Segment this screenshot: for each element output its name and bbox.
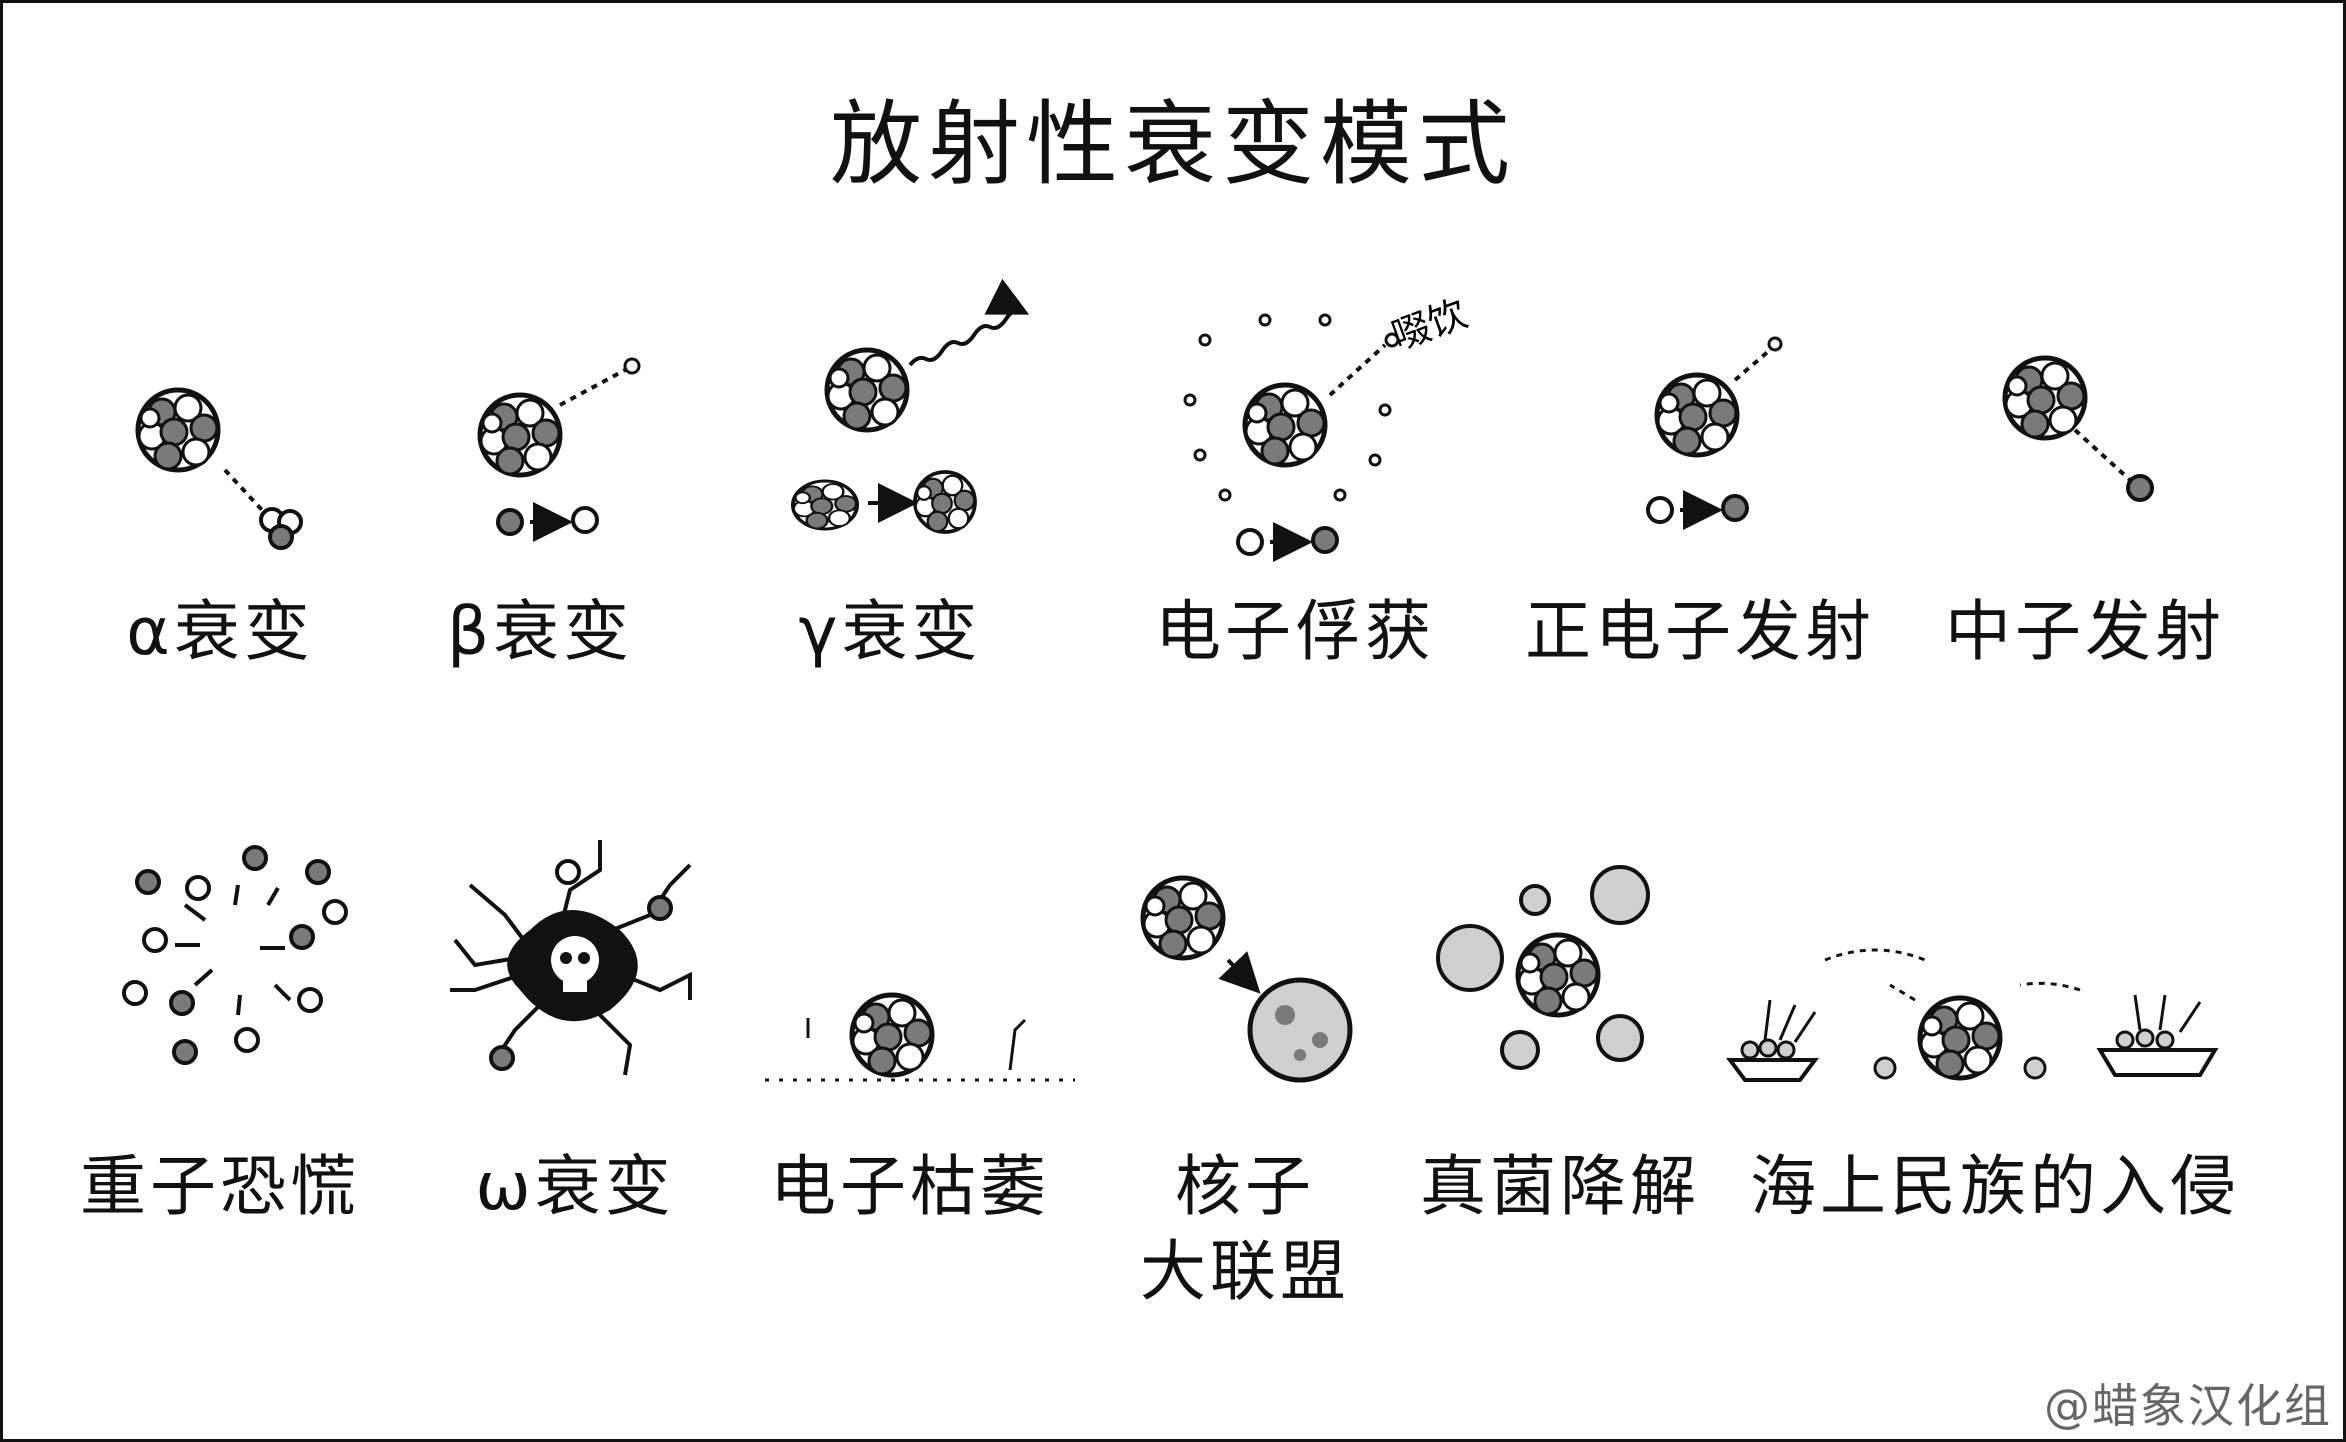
electron-blight-drawing bbox=[765, 995, 1075, 1082]
electron-blight-label: 电子枯萎 bbox=[770, 1148, 1050, 1225]
electron-capture-label: 电子俘获 bbox=[1155, 593, 1435, 670]
neutron-emission-drawing bbox=[2005, 358, 2154, 502]
omega-decay-drawing bbox=[450, 840, 692, 1076]
watermark: @蜡象汉化组 bbox=[2044, 1379, 2332, 1433]
fungal-degradation-drawing bbox=[1436, 865, 1650, 1070]
page-title: 放射性衰变模式 bbox=[829, 91, 1516, 198]
gamma-decay-drawing bbox=[793, 278, 1030, 534]
sea-peoples-invasion-label: 海上民族的入侵 bbox=[1750, 1148, 2240, 1225]
neutron-emission-label: 中子发射 bbox=[1945, 593, 2225, 670]
alpha-decay-drawing bbox=[138, 390, 303, 550]
positron-emission-drawing bbox=[1646, 336, 1783, 530]
nucleon-major-league-label-line1: 核子 bbox=[1175, 1148, 1315, 1225]
sea-peoples-invasion-drawing bbox=[1726, 948, 2219, 1082]
baryon-panic-drawing bbox=[122, 845, 348, 1065]
alpha-decay-label: α衰变 bbox=[126, 593, 314, 670]
slurp-annotation: 啜饮 bbox=[1386, 291, 1472, 358]
baryon-panic-label: 重子恐慌 bbox=[80, 1148, 360, 1225]
electron-capture-drawing: 啜饮 bbox=[1183, 291, 1473, 562]
nucleon-major-league-drawing bbox=[1143, 878, 1353, 1083]
beta-decay-drawing bbox=[480, 357, 641, 542]
omega-decay-label: ω衰变 bbox=[475, 1148, 675, 1225]
beta-decay-label: β衰变 bbox=[446, 593, 634, 670]
positron-emission-label: 正电子发射 bbox=[1525, 593, 1875, 670]
gamma-decay-label: γ衰变 bbox=[798, 593, 982, 670]
nucleon-major-league-label-line2: 大联盟 bbox=[1140, 1233, 1350, 1310]
fungal-degradation-label: 真菌降解 bbox=[1420, 1148, 1700, 1225]
